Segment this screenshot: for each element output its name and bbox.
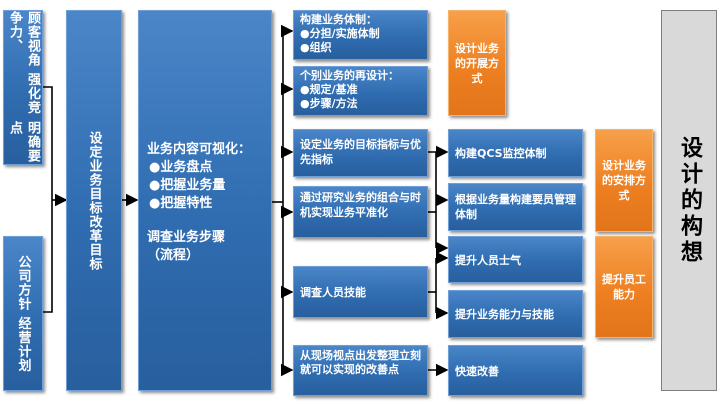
research-text: 通过研究业务的组合与时机实现业务平准化 [300,191,421,219]
visualization-item: ●把握特性 [149,196,213,211]
survey-steps-line2: （流程） [147,248,200,263]
staffing-text: 根据业务量构建要员管理体制 [455,193,576,221]
visualization-title: 业务内容可视化： [147,142,252,157]
qcs-box: 构建QCS监控体制 [448,129,583,177]
build-system-title: 构建业务体制： [300,13,377,26]
concept-box: 设计的构想 [661,10,717,391]
ability-box: 提升业务能力与技能 [448,290,583,338]
quick-box: 快速改善 [448,345,583,396]
arrange-method-box: 设计业务的安排方式 [595,129,653,232]
redesign-item: ●步骤/方法 [300,97,358,110]
survey-steps-line1: 调查业务步骤 [147,230,226,245]
dev-method-text: 设计业务的开展方式 [455,41,499,85]
quick-text: 快速改善 [455,364,499,378]
concept-text: 设计的构想 [677,135,702,266]
company-policy-text: 公司方针 经营计划 [15,254,31,373]
company-policy-box: 公司方针 经营计划 [3,236,43,391]
goal-text: 设定业务目标改革目标 [86,130,102,271]
field-view-text: 从现场视点出发整理立刻就可以实现的改善点 [300,349,421,376]
goal-box: 设定业务目标改革目标 [66,10,122,391]
field-view-box: 从现场视点出发整理立刻就可以实现的改善点 [293,345,428,396]
improve-ability-text: 提升员工能力 [602,273,646,301]
customer-view-line2: 明确要点 [7,121,40,164]
customer-view-line1: 顾客视角 强化竞争力、 [7,11,40,115]
dev-method-box: 设计业务的开展方式 [448,10,506,116]
survey-skills-text: 调查人员技能 [300,286,366,299]
build-system-item: ●组织 [300,41,332,54]
ability-text: 提升业务能力与技能 [455,308,554,321]
arrange-method-text: 设计业务的安排方式 [602,159,646,202]
visualization-item: ●把握业务量 [149,178,226,193]
customer-view-box: 顾客视角 强化竞争力、 明确要点 [3,10,43,165]
morale-text: 提升人员士气 [455,253,521,267]
build-system-box: 构建业务体制： ●分担/实施体制 ●组织 [293,10,428,60]
visualization-box: 业务内容可视化： ●业务盘点 ●把握业务量 ●把握特性 调查业务步骤 （流程） [138,10,272,391]
staffing-box: 根据业务量构建要员管理体制 [448,183,583,231]
redesign-item: ●规定/基准 [300,83,358,96]
survey-skills-box: 调查人员技能 [293,266,428,318]
morale-box: 提升人员士气 [448,236,583,283]
visualization-item: ●业务盘点 [149,160,213,175]
set-goal-text: 设定业务的目标指标与优先指标 [300,138,421,166]
redesign-box: 个别业务的再设计： ●规定/基准 ●步骤/方法 [293,66,428,116]
improve-ability-box: 提升员工能力 [595,236,653,338]
set-goal-box: 设定业务的目标指标与优先指标 [293,129,428,177]
research-box: 通过研究业务的组合与时机实现业务平准化 [293,186,428,238]
qcs-text: 构建QCS监控体制 [455,147,547,160]
build-system-item: ●分担/实施体制 [300,27,380,40]
redesign-title: 个别业务的再设计： [300,69,399,82]
